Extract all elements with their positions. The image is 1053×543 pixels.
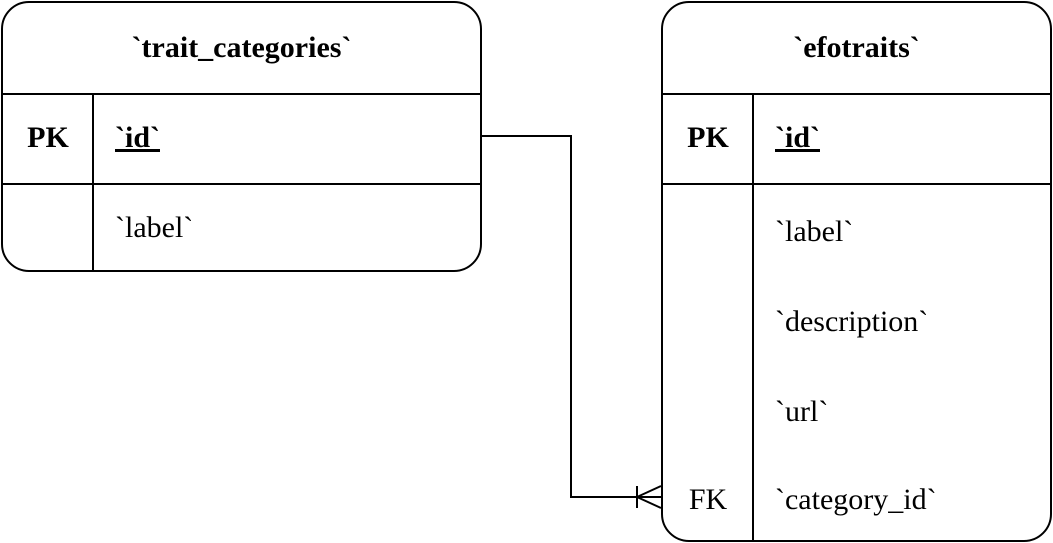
key-column-divider bbox=[92, 93, 94, 270]
table-row[interactable]: `url` bbox=[663, 367, 1050, 457]
field-name: `label` bbox=[775, 215, 854, 248]
fk-field-name: `category_id` bbox=[775, 483, 937, 516]
table-row[interactable]: `label` bbox=[663, 187, 1050, 277]
pk-field-name: `id` bbox=[115, 121, 160, 154]
table-row-pk[interactable]: PK `id` bbox=[663, 93, 1050, 185]
key-label bbox=[663, 367, 753, 457]
table-row[interactable]: `description` bbox=[663, 277, 1050, 367]
table-efotraits[interactable]: `efotraits` PK `id` `label` `description… bbox=[661, 1, 1052, 542]
pk-key-label: PK bbox=[27, 121, 69, 154]
field-name: `description` bbox=[775, 305, 929, 338]
key-label bbox=[663, 187, 753, 277]
table-title: `efotraits` bbox=[663, 3, 1050, 95]
fk-key-label: FK bbox=[688, 483, 728, 516]
table-row-pk[interactable]: PK `id` bbox=[3, 93, 480, 185]
table-row[interactable]: FK `category_id` bbox=[663, 455, 1050, 540]
table-row[interactable]: `label` bbox=[3, 185, 480, 270]
key-column-divider bbox=[752, 93, 754, 540]
table-title: `trait_categories` bbox=[3, 3, 480, 95]
key-label bbox=[3, 185, 93, 270]
field-name: `url` bbox=[775, 395, 829, 428]
crows-foot-many-icon bbox=[636, 485, 662, 509]
pk-field-name: `id` bbox=[775, 121, 820, 154]
field-name: `label` bbox=[115, 211, 194, 244]
key-label bbox=[663, 277, 753, 367]
pk-key-label: PK bbox=[687, 121, 729, 154]
table-trait-categories[interactable]: `trait_categories` PK `id` `label` bbox=[1, 1, 482, 272]
relationship-line[interactable] bbox=[482, 135, 661, 498]
